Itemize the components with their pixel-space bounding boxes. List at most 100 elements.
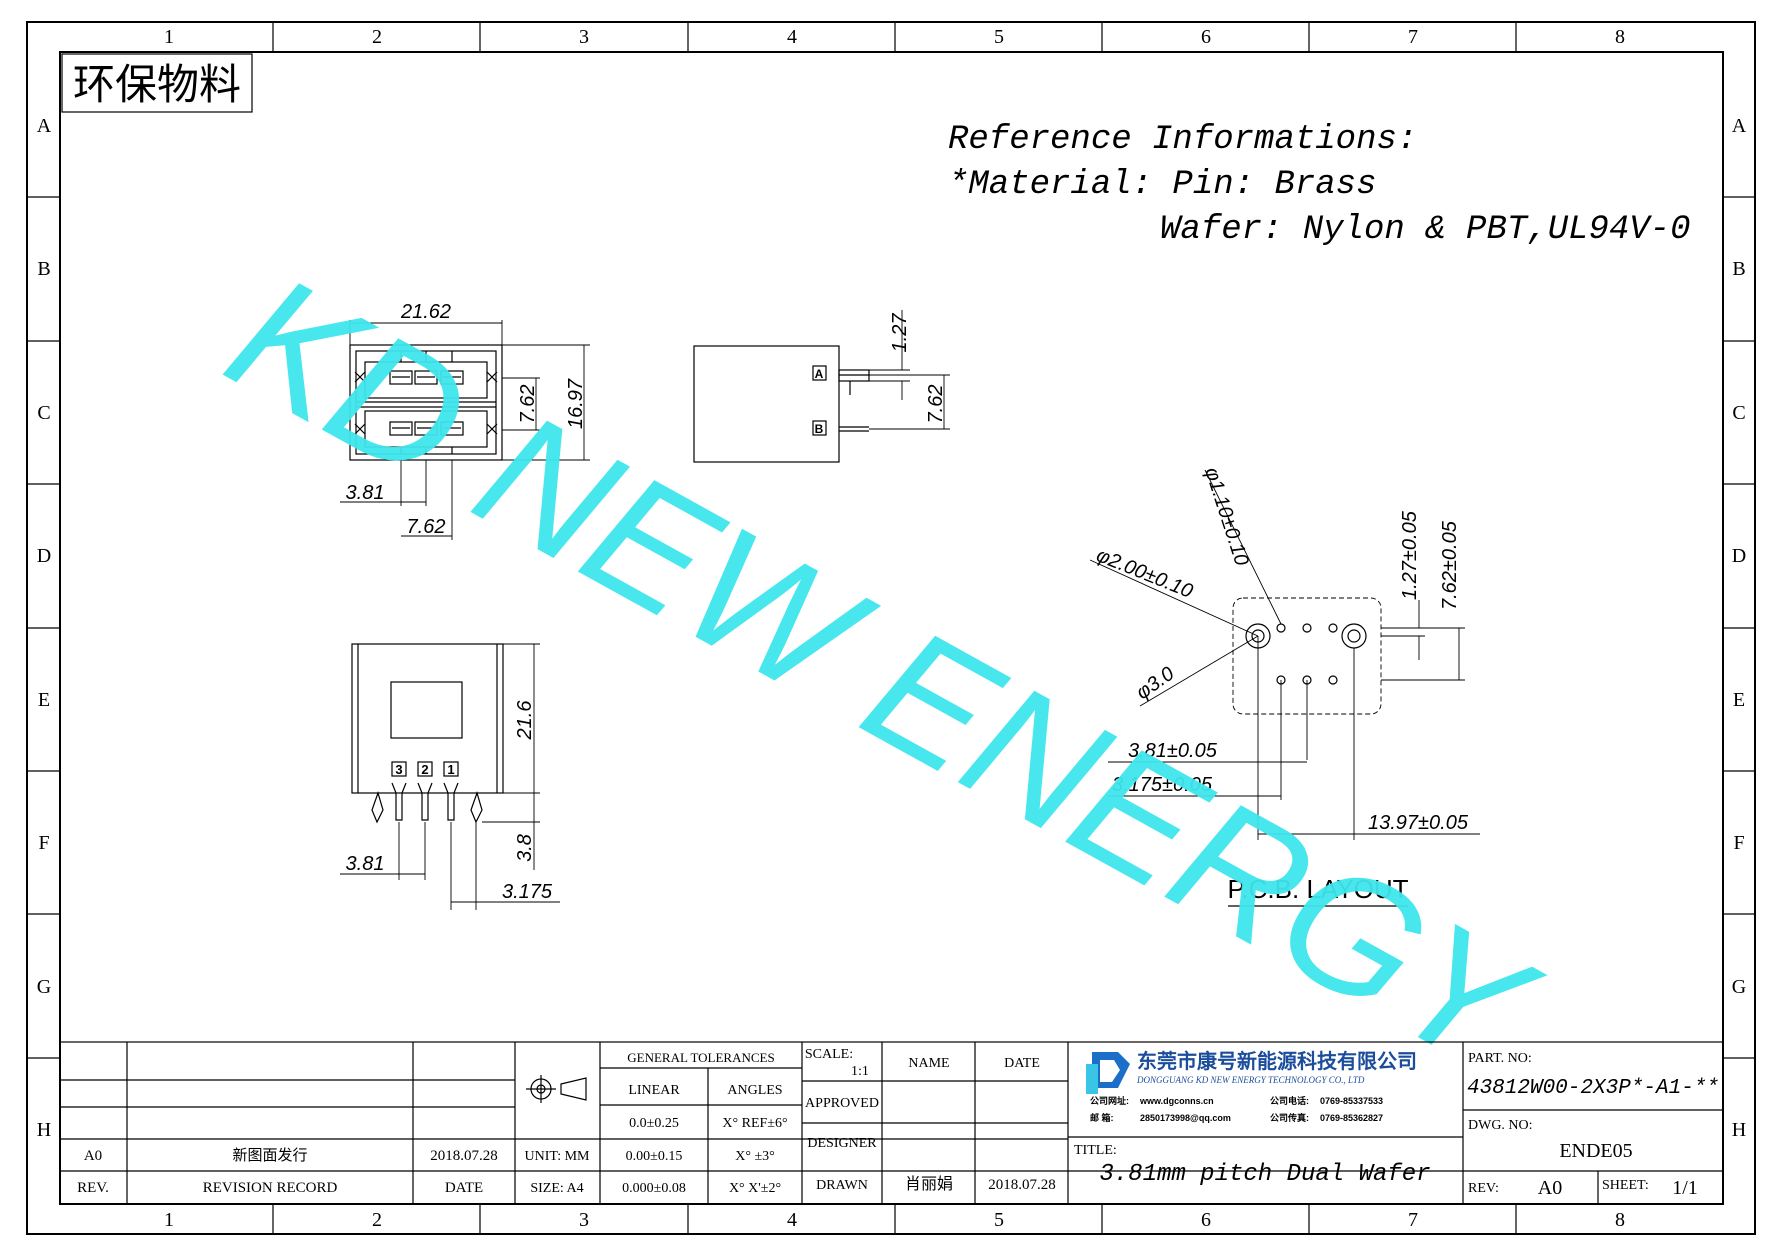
column-label: 7 <box>1408 26 1418 48</box>
dim-h1: 3.81±0.05 <box>1128 740 1218 762</box>
angle-tol: X° REF±6° <box>722 1116 787 1131</box>
row-label: A <box>37 115 52 137</box>
dim-tail: 3.8 <box>514 834 536 862</box>
fax-label: 公司传真: <box>1270 1112 1309 1123</box>
part-label: PART. NO: <box>1468 1051 1532 1066</box>
row-label: C <box>1732 402 1745 424</box>
dim-pitch-front: 3.81 <box>346 853 385 875</box>
linear-label: LINEAR <box>628 1083 680 1098</box>
row-label: A <box>1732 115 1747 137</box>
row-label: G <box>37 976 51 998</box>
column-label: 4 <box>787 1209 797 1231</box>
row-label-b: B <box>815 422 824 436</box>
angles-label: ANGLES <box>727 1083 782 1098</box>
approved-label: APPROVED <box>805 1096 879 1111</box>
dim-row-pitch: 7.62 <box>517 385 539 424</box>
site: www.dgconns.cn <box>1139 1096 1214 1106</box>
material-wafer: Wafer: Nylon & PBT,UL94V-0 <box>1160 211 1691 249</box>
designer-label: DESIGNER <box>807 1136 877 1151</box>
rev-record: 新图面发行 <box>232 1147 307 1164</box>
column-label: 2 <box>372 1209 382 1231</box>
drawn-date: 2018.07.28 <box>988 1177 1056 1193</box>
row-label: E <box>1733 689 1745 711</box>
pin-number: 1 <box>447 762 454 777</box>
row-label: F <box>38 832 49 854</box>
row-label-a: A <box>815 367 824 381</box>
reference-info: Reference Informations: *Material: Pin: … <box>948 121 1691 249</box>
column-label: 5 <box>994 1209 1004 1231</box>
rev-label: REV: <box>1468 1181 1499 1196</box>
mail: 2850173998@qq.com <box>1140 1113 1231 1123</box>
column-label: 6 <box>1201 1209 1211 1231</box>
dwg-number: ENDE05 <box>1559 1140 1632 1162</box>
dim-span: 7.62 <box>407 516 446 538</box>
size: SIZE: A4 <box>530 1181 583 1196</box>
drawing-title: 3.81mm pitch Dual Wafer <box>1099 1161 1430 1188</box>
column-label: 8 <box>1615 1209 1625 1231</box>
date-header-sign: DATE <box>1004 1056 1040 1071</box>
rev-value: A0 <box>84 1148 102 1164</box>
column-label: 3 <box>579 26 589 48</box>
side-view: A B 1.27 7.62 <box>693 310 950 463</box>
dim-hole-small: φ1.10±0.10 <box>1200 465 1252 569</box>
title-label: TITLE: <box>1074 1143 1117 1158</box>
reference-heading: Reference Informations: <box>948 121 1417 159</box>
column-label: 3 <box>579 1209 589 1231</box>
linear-tol: 0.00±0.15 <box>626 1149 683 1164</box>
scale-value: 1:1 <box>851 1064 869 1079</box>
row-label: D <box>37 545 51 567</box>
top-view: 21.62 7.62 16.97 3.81 7.62 <box>340 301 590 540</box>
dim-depth: 16.97 <box>565 378 587 429</box>
tel: 0769-85337533 <box>1320 1096 1383 1106</box>
fax: 0769-85362827 <box>1320 1113 1383 1123</box>
linear-tol: 0.000±0.08 <box>622 1181 686 1196</box>
row-label: H <box>1732 1119 1746 1141</box>
angle-tol: X° ±3° <box>735 1149 775 1164</box>
eco-stamp: 环保物料 <box>73 63 241 109</box>
material-pin: *Material: Pin: Brass <box>948 166 1376 204</box>
pin-number: 3 <box>395 762 402 777</box>
row-label: F <box>1733 832 1744 854</box>
dim-post: φ3.0 <box>1132 663 1178 704</box>
dim-pin-pitch: 3.81 <box>346 482 385 504</box>
company-logo <box>1086 1052 1130 1094</box>
dwg-label: DWG. NO: <box>1468 1118 1533 1133</box>
pin-number: 2 <box>421 762 428 777</box>
title-block: A0 新图面发行 2018.07.28 REV. REVISION RECORD… <box>59 1041 1724 1205</box>
date-header: DATE <box>445 1180 483 1196</box>
tel-label: 公司电话: <box>1270 1095 1309 1106</box>
drawn-label: DRAWN <box>816 1178 868 1193</box>
mail-label: 邮 箱: <box>1090 1112 1114 1123</box>
row-label: E <box>38 689 50 711</box>
dim-pitch: 7.62 <box>925 385 947 424</box>
column-label: 4 <box>787 26 797 48</box>
row-label: B <box>37 258 50 280</box>
part-number: 43812W00-2X3P*-A1-** <box>1467 1077 1719 1100</box>
column-label: 1 <box>164 1209 174 1231</box>
sheet-count: 1/1 <box>1672 1177 1698 1199</box>
dim-width: 21.62 <box>400 301 451 323</box>
pcb-caption: P.C.B. LAYOUT <box>1227 874 1408 904</box>
angle-tol: X° X'±2° <box>729 1181 781 1196</box>
scale-label: SCALE: <box>805 1047 853 1062</box>
dim-height: 21.6 <box>514 700 536 741</box>
linear-tol: 0.0±0.25 <box>629 1116 679 1131</box>
dim-v2: 7.62±0.05 <box>1439 520 1461 610</box>
company-name-en: DONGGUANG KD NEW ENERGY TECHNOLOGY CO., … <box>1136 1075 1365 1085</box>
dim-offset: 3.175 <box>502 881 553 903</box>
dim-h2: 3.175±0.05 <box>1112 774 1213 796</box>
company-name-cn: 东莞市康号新能源科技有限公司 <box>1137 1049 1417 1073</box>
dim-h3: 13.97±0.05 <box>1368 812 1469 834</box>
eco-stamp-box <box>61 53 253 113</box>
column-label: 5 <box>994 26 1004 48</box>
row-label: B <box>1732 258 1745 280</box>
column-label: 8 <box>1615 26 1625 48</box>
unit: UNIT: MM <box>524 1149 590 1164</box>
tolerance-title: GENERAL TOLERANCES <box>627 1050 774 1065</box>
drawn-name: 肖丽娟 <box>905 1175 953 1193</box>
front-view: 3 2 1 21.6 3.8 3.81 3.175 <box>340 643 560 910</box>
dim-hole-large: φ2.00±0.10 <box>1093 544 1196 603</box>
row-label: C <box>37 402 50 424</box>
row-label: D <box>1732 545 1746 567</box>
